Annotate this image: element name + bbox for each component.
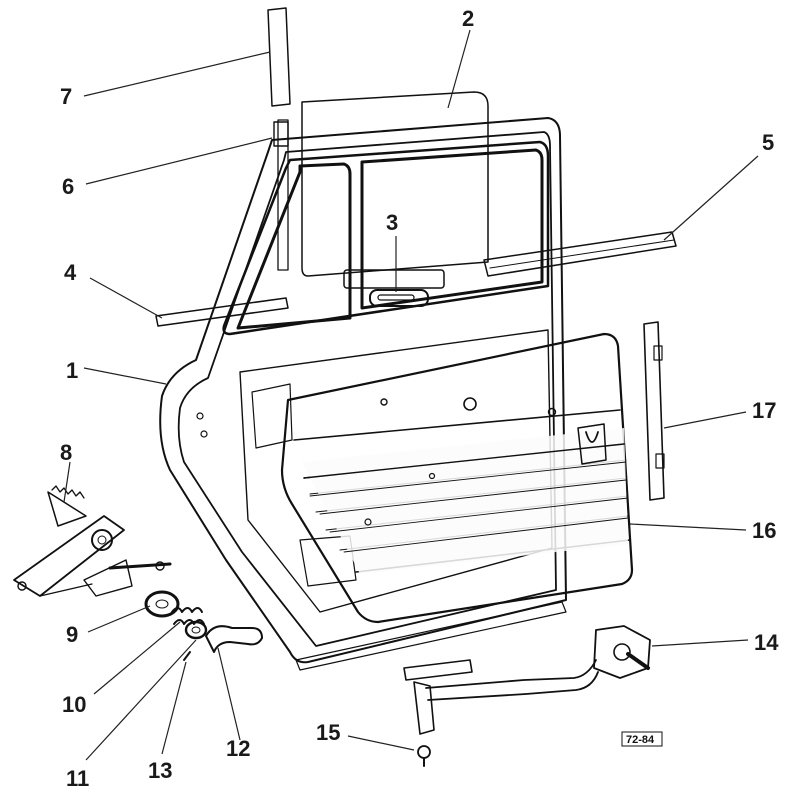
door-trim-panel — [280, 332, 634, 624]
callout-17: 17 — [752, 398, 776, 423]
weather-strip-left — [155, 297, 289, 327]
callout-10: 10 — [62, 692, 86, 717]
rear-channel — [643, 321, 665, 501]
callout-14: 14 — [754, 630, 779, 655]
escutcheon-ring — [144, 590, 180, 618]
callout-8: 8 — [60, 440, 72, 465]
interior-handle-plate — [343, 269, 445, 307]
callout-6: 6 — [62, 174, 74, 199]
window-regulator — [13, 485, 172, 597]
callout-7: 7 — [60, 84, 72, 109]
callout-12: 12 — [226, 736, 250, 761]
callout-11: 11 — [66, 766, 89, 791]
winder-handle — [205, 625, 263, 653]
run-channel — [273, 121, 289, 147]
weather-strip-right — [483, 231, 677, 277]
washer — [184, 620, 208, 640]
callout-labels: 1 2 3 4 5 6 7 8 9 10 11 12 13 14 15 16 1… — [60, 6, 779, 791]
callout-1: 1 — [66, 358, 78, 383]
callout-13: 13 — [148, 758, 172, 783]
vertical-seal-strip — [267, 7, 291, 107]
remote-control-linkage — [403, 625, 651, 735]
callout-3: 3 — [386, 210, 398, 235]
door-shell — [159, 117, 567, 671]
drawing-reference-tag: 72-84 — [621, 731, 663, 747]
clip — [183, 651, 191, 661]
callout-4: 4 — [64, 260, 77, 285]
callout-9: 9 — [66, 622, 78, 647]
screw — [417, 745, 431, 767]
window-glass — [301, 91, 489, 277]
drawing-tag-text: 72-84 — [626, 734, 655, 746]
callout-5: 5 — [762, 130, 774, 155]
spring — [171, 607, 205, 625]
leader-lines — [63, 29, 759, 761]
callout-2: 2 — [462, 6, 474, 31]
callout-15: 15 — [316, 720, 340, 745]
callout-16: 16 — [752, 518, 776, 543]
